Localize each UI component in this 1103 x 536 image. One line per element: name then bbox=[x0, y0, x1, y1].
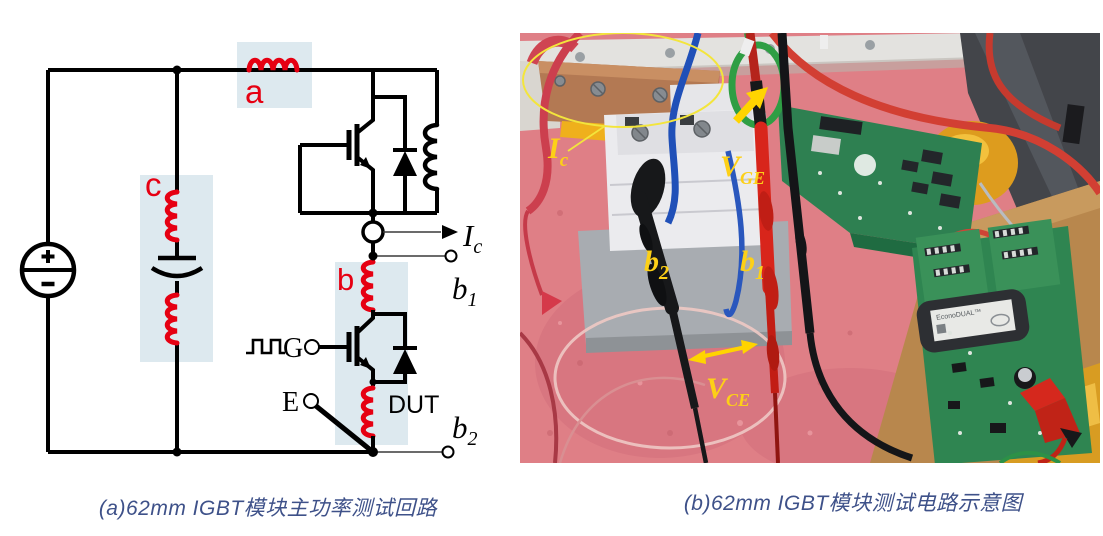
heatsink-plate bbox=[578, 221, 792, 345]
infineon-logo bbox=[854, 154, 876, 176]
igbt-test-setup-photo: EconoDUAL™ bbox=[520, 33, 1100, 463]
igbt-test-circuit-schematic: a c Ic b1 bbox=[19, 42, 482, 459]
caption-a: (a)62mm IGBT模块主功率测试回路 bbox=[98, 497, 438, 520]
black-probe-rear bbox=[777, 33, 914, 462]
vce-arrowhead-right bbox=[741, 340, 758, 354]
emitter-kelvin-lead bbox=[314, 404, 375, 454]
gate-terminal-label: G bbox=[283, 333, 303, 364]
dark-red-wire bbox=[520, 331, 559, 463]
photo-vce-label: VCE bbox=[706, 372, 750, 410]
load-branch-wire bbox=[300, 70, 439, 215]
junction-dot bbox=[172, 447, 182, 457]
terminal-b1 bbox=[444, 249, 458, 263]
vce-arrow-shaft bbox=[699, 345, 747, 359]
blue-wire-2 bbox=[723, 150, 745, 318]
emitter-arrow bbox=[360, 357, 371, 369]
green-wire-bottom bbox=[998, 450, 1062, 463]
load-inductor-coil bbox=[422, 122, 440, 192]
photo-b2-label: b2 bbox=[644, 245, 669, 284]
vge-arrowhead bbox=[746, 87, 768, 109]
stray-inductor-c-label: c bbox=[145, 166, 162, 203]
cable-tie bbox=[820, 35, 828, 49]
stray-inductor-a-label: a bbox=[245, 73, 264, 110]
pin-headers bbox=[924, 225, 1039, 278]
terminal-b1-label: b1 bbox=[452, 271, 478, 311]
dc-voltage-source bbox=[19, 241, 77, 299]
photo-vge-label: VGE bbox=[720, 150, 765, 188]
busbar-screws bbox=[554, 75, 668, 103]
black-component bbox=[1062, 104, 1085, 145]
dut-freewheel-diode bbox=[373, 312, 417, 384]
probe-b2 bbox=[630, 158, 709, 463]
stray-inductor-a-coil bbox=[246, 57, 300, 73]
ic-leader bbox=[567, 125, 606, 152]
dut-label: DUT bbox=[388, 391, 439, 419]
red-probe-tip bbox=[542, 291, 562, 315]
heatsink-edge bbox=[586, 331, 792, 353]
photo-ic-label: Ic bbox=[547, 132, 569, 171]
dc-link-capacitor bbox=[150, 255, 204, 279]
connector-blocks bbox=[901, 149, 961, 209]
blue-wire-1 bbox=[664, 33, 702, 225]
highlight-inductor-a bbox=[237, 42, 312, 108]
econodual-module: EconoDUAL™ bbox=[916, 289, 1030, 353]
photo-b1-label: b1 bbox=[740, 245, 765, 284]
current-sensor bbox=[361, 220, 385, 244]
annotations: Ic VGE b2 b1 VCE bbox=[522, 33, 768, 410]
capacitor-top bbox=[1018, 368, 1032, 382]
pcb2-dots bbox=[948, 331, 1042, 435]
junction-dot bbox=[368, 447, 378, 457]
red-cable bbox=[985, 33, 1062, 132]
bench-highlight bbox=[975, 33, 1080, 203]
junction-dot bbox=[368, 251, 378, 261]
driver-pcb-upper bbox=[778, 105, 982, 265]
gate-pulse-icon bbox=[246, 338, 285, 355]
stray-inductor-b-coil bbox=[360, 259, 376, 313]
cable-tie bbox=[739, 37, 755, 57]
terminal-b2-label: b2 bbox=[452, 410, 478, 450]
junction-dot bbox=[368, 208, 378, 218]
terminal-b2 bbox=[441, 445, 455, 459]
gate-terminal bbox=[304, 339, 320, 355]
vge-arrow-shaft bbox=[733, 96, 759, 124]
wire-loop2 bbox=[558, 376, 706, 463]
plus-sign bbox=[41, 250, 55, 263]
stray-inductor-c-coil-bottom bbox=[164, 292, 180, 346]
red-alligator-clip bbox=[1020, 378, 1082, 463]
junction-dot bbox=[172, 65, 182, 75]
emitter-arrow bbox=[360, 157, 371, 169]
caption-b: (b)62mm IGBT模块测试电路示意图 bbox=[683, 492, 1023, 515]
pcb-dots bbox=[818, 171, 942, 230]
busbar-edge bbox=[538, 61, 720, 83]
vce-arrowhead-left bbox=[688, 350, 706, 364]
red-wire-left bbox=[525, 33, 583, 215]
stray-inductor-c-coil-top bbox=[164, 189, 180, 243]
emitter-terminal-label: E bbox=[282, 387, 299, 418]
dut-emitter-coil bbox=[360, 385, 376, 439]
red-wire-left-thin bbox=[523, 209, 544, 296]
red-cable bbox=[768, 33, 1100, 196]
junction-dot bbox=[369, 378, 377, 386]
upper-freewheel-diode bbox=[373, 95, 417, 213]
ic-arrowhead bbox=[442, 225, 458, 239]
collector-current-label: Ic bbox=[462, 218, 482, 258]
ic-ellipse bbox=[522, 33, 724, 128]
stray-inductor-b-label: b bbox=[337, 262, 354, 297]
upper-igbt bbox=[298, 70, 375, 222]
emitter-terminal bbox=[303, 393, 319, 409]
